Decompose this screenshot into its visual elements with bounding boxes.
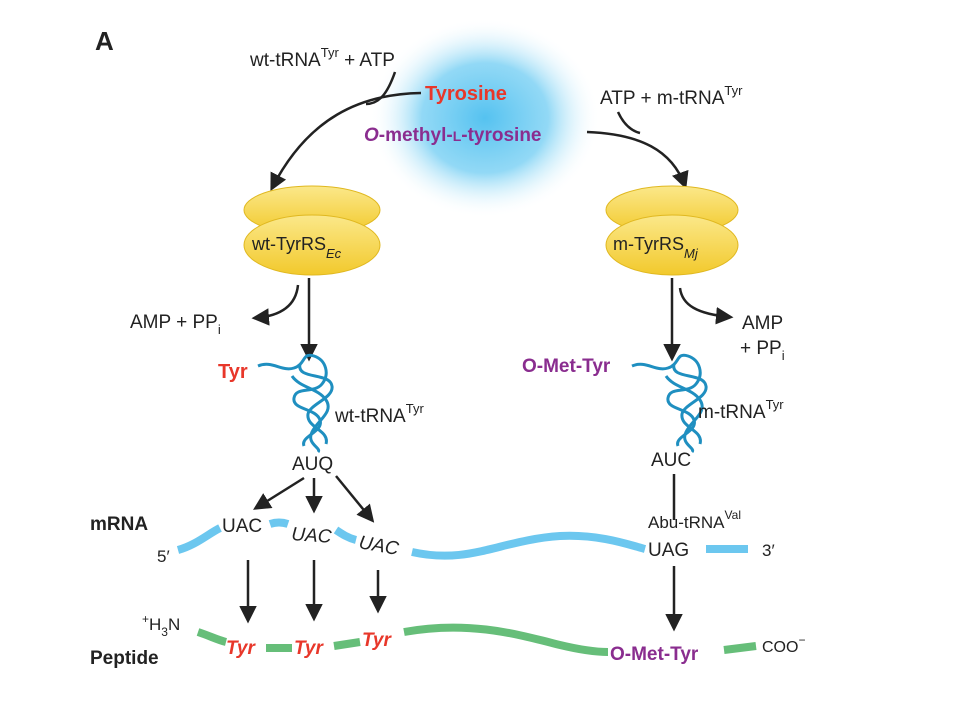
right-reagents-label: ATP + m-tRNATyr [600, 83, 743, 109]
right-entry-arrow [586, 130, 689, 190]
peptide-residue-2: Tyr [294, 638, 324, 659]
mrna-segment-1 [176, 524, 222, 554]
peptide-segment-1 [196, 628, 228, 646]
right-enzyme-label: m-TyrRSMj [613, 234, 699, 261]
c-terminus-label: COO− [762, 633, 805, 656]
left-trna [257, 353, 334, 454]
tyrosine-label: Tyrosine [425, 83, 507, 105]
panel-label: A [95, 26, 114, 56]
right-byproduct-line2: + PPi [740, 338, 785, 363]
mrna-segment-3 [333, 526, 358, 544]
peptide-segment-5 [723, 642, 757, 654]
left-reagent-merge-line [365, 71, 397, 106]
abu-trna-label: Abu-tRNAVal [648, 508, 741, 532]
right-trna-aa-label: O-Met-Tyr [522, 356, 611, 377]
right-anticodon: AUC [651, 450, 691, 471]
mrna-five-prime: 5′ [157, 547, 170, 566]
left-trna-name: wt-tRNATyr [334, 401, 424, 427]
mrna-segment-2 [268, 518, 290, 528]
stop-codon: UAG [648, 540, 689, 561]
right-enzyme: m-TyrRSMj [605, 185, 739, 276]
peptide-segment-3 [333, 638, 361, 650]
left-byproduct-arrow [251, 284, 300, 326]
left-trna-aa-label: Tyr [218, 361, 248, 383]
right-byproduct-line1: AMP [742, 313, 783, 334]
left-enzyme-label: wt-TyrRSEc [251, 234, 342, 261]
decode-arrow-3 [335, 475, 375, 523]
left-byproduct-label: AMP + PPi [130, 312, 221, 337]
left-anticodon: AUQ [292, 454, 333, 475]
n-terminus-label: +H3N [142, 612, 180, 639]
left-enzyme: wt-TyrRSEc [243, 185, 381, 276]
left-reagents-label: wt-tRNATyr + ATP [249, 45, 395, 71]
right-reagent-merge-line [616, 111, 641, 135]
o-methyl-tyrosine-label: O-methyl-L-tyrosine [364, 125, 542, 146]
codon-3: UAC [357, 532, 400, 560]
peptide-label: Peptide [90, 648, 159, 669]
peptide-residue-1: Tyr [226, 638, 256, 659]
decode-arrow-1 [253, 476, 305, 510]
right-trna [631, 353, 708, 454]
peptide-omt-residue: O-Met-Tyr [610, 644, 699, 665]
left-entry-arrow [270, 91, 422, 192]
mrna-three-prime: 3′ [762, 541, 775, 560]
peptide-segment-4 [403, 623, 609, 656]
peptide-residue-3: Tyr [362, 630, 392, 651]
right-trna-name: m-tRNATyr [698, 397, 784, 423]
codon-1: UAC [222, 516, 262, 537]
codon-2: UAC [291, 524, 333, 548]
mrna-label: mRNA [90, 514, 148, 535]
right-byproduct-arrow [678, 287, 734, 325]
mrna-segment-4 [411, 531, 647, 560]
substrate-glow [370, 18, 600, 218]
